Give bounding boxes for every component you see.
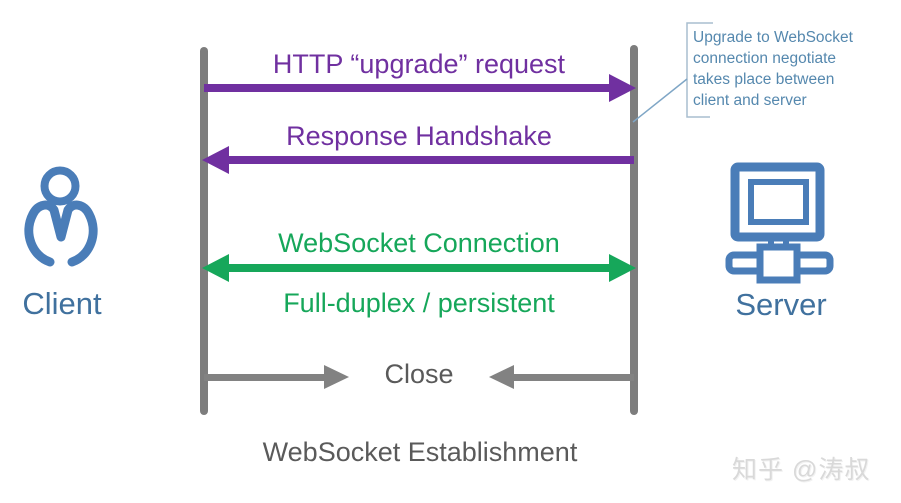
client-lifeline — [200, 47, 208, 415]
server-network-hub — [756, 243, 801, 284]
upgrade-request-arrowhead — [609, 74, 636, 102]
server-label: Server — [735, 287, 827, 322]
watermark: 知乎 @涛叔 — [732, 456, 871, 484]
annotation-bracket — [686, 22, 713, 118]
close-arrow-from-client — [204, 365, 349, 389]
server-computer-icon — [725, 162, 834, 284]
websocket-connection-arrowhead-right — [609, 254, 636, 282]
client-label: Client — [22, 286, 102, 321]
diagram-title: WebSocket Establishment — [262, 437, 578, 467]
close-arrow-from-server — [489, 365, 634, 389]
websocket-connection-arrow-shaft — [227, 264, 611, 272]
websocket-connection-arrow — [202, 254, 636, 282]
upgrade-request-arrow — [204, 74, 636, 102]
websocket-connection-arrowhead-left — [202, 254, 229, 282]
close-arrow-right-head — [489, 365, 514, 389]
response-handshake-arrow-shaft — [228, 156, 634, 164]
close-arrow-right-shaft — [513, 374, 634, 381]
response-handshake-arrowhead — [202, 146, 229, 174]
client-person-head — [40, 166, 80, 206]
server-monitor-screen — [748, 179, 809, 225]
response-handshake-label: Response Handshake — [286, 121, 552, 151]
annotation-line: connection negotiate — [693, 50, 837, 67]
annotation-line: Upgrade to WebSocket — [693, 29, 853, 46]
server-lifeline — [630, 45, 638, 415]
upgrade-request-label: HTTP “upgrade” request — [272, 49, 566, 79]
annotation-line: client and server — [693, 92, 807, 109]
response-handshake-arrow — [202, 146, 634, 174]
annotation-leader-line — [632, 78, 688, 123]
annotation-callout: Upgrade to WebSocket connection negotiat… — [693, 27, 878, 111]
annotation-line: takes place between — [693, 71, 835, 88]
websocket-connection-label: WebSocket Connection — [278, 228, 560, 258]
upgrade-request-arrow-shaft — [204, 84, 611, 92]
close-arrow-left-shaft — [204, 374, 325, 381]
full-duplex-label: Full-duplex / persistent — [283, 288, 555, 318]
close-arrow-left-head — [324, 365, 349, 389]
close-label: Close — [384, 359, 454, 389]
client-person-icon — [24, 166, 98, 267]
client-person-body — [24, 200, 98, 267]
